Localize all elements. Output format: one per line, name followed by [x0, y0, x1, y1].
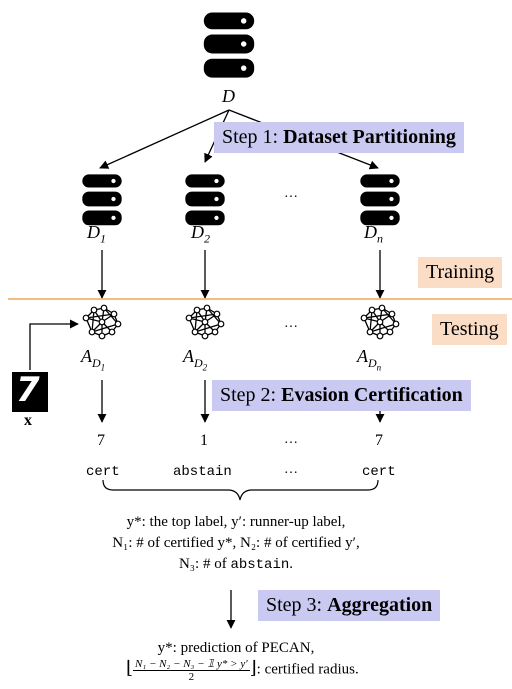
aggregation-brace [102, 479, 379, 501]
summary-n2: N₂: # of certified y′, [239, 535, 360, 551]
result-line-1: y*: prediction of PECAN, [157, 640, 315, 656]
step3-banner: Step 3: Aggregation [258, 590, 441, 621]
training-arrows [97, 250, 385, 299]
model-ellipsis: … [284, 316, 298, 331]
summary-period: . [289, 556, 294, 572]
model-network-icon-n [360, 304, 400, 340]
status-1: cert [86, 464, 120, 480]
dataset-label: D [222, 86, 235, 106]
step1-prefix: Step 1: [222, 126, 284, 148]
radius-suffix: : certified radius. [256, 661, 359, 678]
model-label-2: AD2 [183, 346, 208, 372]
step2-prefix: Step 2: [220, 384, 282, 406]
summary-runner-up-label: y′: runner-up label, [231, 514, 346, 530]
model-label-1: AD1 [81, 346, 106, 372]
floor-left: ⌊ [126, 657, 134, 678]
prediction-ellipsis: … [284, 432, 298, 447]
radius-fraction: N₁ − N₂ − N₃ − 𝟙 y* > y′2 [133, 657, 250, 683]
step1-banner: Step 1: Dataset Partitioning [214, 122, 464, 153]
summary-abstain: abstain [230, 557, 290, 573]
prediction-1: 7 [97, 432, 105, 449]
model-network-icon-1 [82, 304, 122, 340]
summary-n3: N₃: # of [178, 556, 231, 572]
step1-name: Dataset Partitioning [283, 126, 456, 148]
radius-numerator: N₁ − N₂ − N₃ − 𝟙 y* > y′ [133, 658, 250, 671]
partition-label-2: D2 [191, 222, 210, 246]
step2-name: Evasion Certification [281, 384, 463, 406]
input-label: x [24, 412, 32, 429]
main-dataset-database-icon [203, 12, 255, 78]
status-2: abstain [173, 464, 232, 480]
prediction-2: 1 [200, 432, 208, 449]
step3-prefix: Step 3: [266, 594, 328, 616]
training-tag: Training [418, 257, 503, 288]
input-digit-image [12, 372, 48, 412]
status-ellipsis: … [284, 462, 298, 477]
model-label-n: ADn [357, 346, 382, 372]
prediction-n: 7 [375, 432, 383, 449]
summary-text: y*: the top label, y′: runner-up label, … [0, 512, 472, 576]
partition-ellipsis: … [284, 186, 298, 201]
step2-banner: Step 2: Evasion Certification [212, 380, 471, 411]
partition-database-icon-n [360, 174, 400, 226]
radius-denominator: 2 [188, 671, 195, 683]
step3-name: Aggregation [327, 594, 433, 616]
summary-line-2: N₁: # of certified y*, N₂: # of certifie… [0, 533, 472, 554]
summary-line-1: y*: the top label, y′: runner-up label, [0, 512, 472, 533]
status-n: cert [362, 464, 396, 480]
input-arrow [29, 319, 79, 370]
summary-n1: N₁: # of certified y*, [112, 535, 240, 551]
summary-line-3: N₃: # of abstain. [0, 554, 472, 576]
partition-database-icon-1 [82, 174, 122, 226]
model-network-icon-2 [185, 304, 225, 340]
floor-right: ⌋ [249, 657, 257, 678]
summary-top-label: y*: the top label, [126, 514, 232, 530]
result-line-2: ⌊N₁ − N₂ − N₃ − 𝟙 y* > y′2⌋: certified r… [126, 657, 359, 683]
partition-label-1: D1 [87, 222, 106, 246]
testing-tag: Testing [432, 314, 507, 345]
partition-label-n: Dn [364, 222, 383, 246]
partition-database-icon-2 [185, 174, 225, 226]
input-digit: 7 [16, 370, 40, 410]
